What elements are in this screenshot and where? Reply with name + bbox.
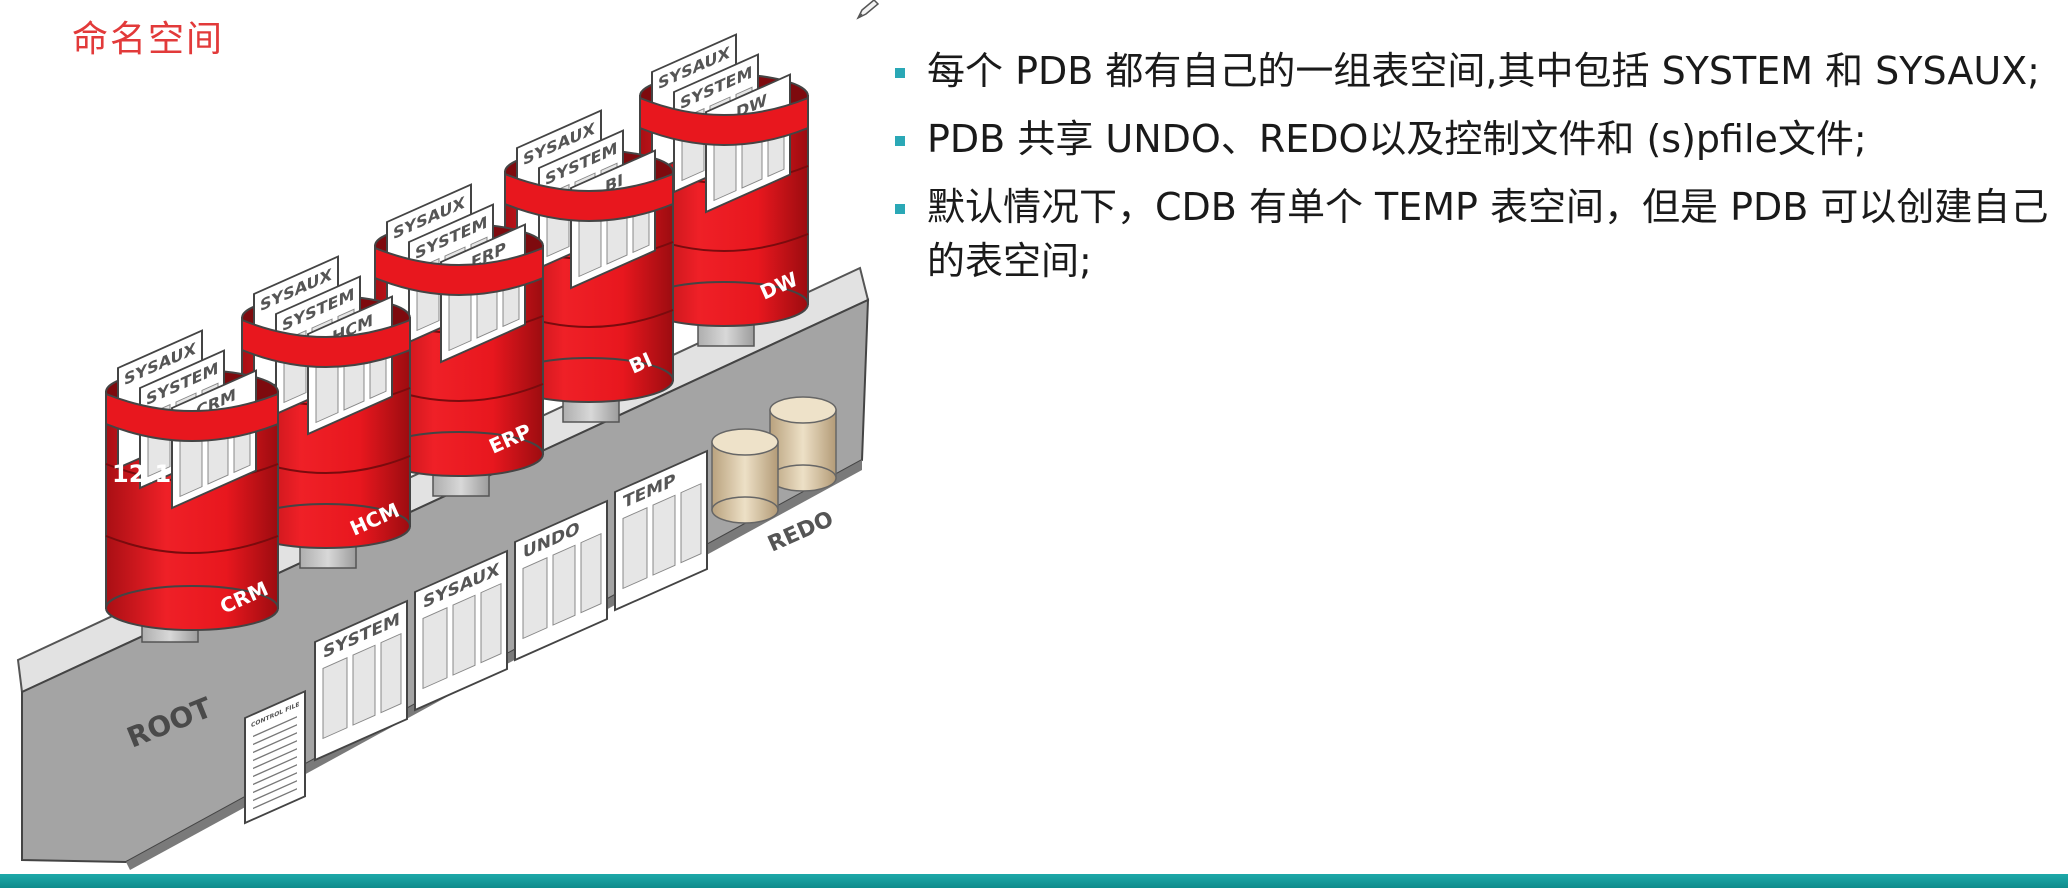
slide-title: 命名空间	[72, 19, 225, 60]
footer-bar	[0, 874, 2068, 888]
pdb-crm: SYSAUX SYSTEM CRM 12.1 CRM	[105, 329, 279, 643]
root-file-sysaux: SYSAUX	[414, 549, 508, 712]
pdb-dw: SYSAUX SYSTEM DW DW	[639, 33, 809, 347]
bullet-item: 每个 PDB 都有自己的一组表空间,其中包括 SYSTEM 和 SYSAUX;	[895, 44, 2055, 98]
pdb-bi: SYSAUX SYSTEM BI BI	[504, 109, 674, 423]
root-file-system: SYSTEM	[314, 599, 408, 762]
version-label: 12.1	[112, 460, 171, 488]
bullet-item: PDB 共享 UNDO、REDO以及控制文件和 (s)pfile文件;	[895, 112, 2055, 166]
bullet-text: 每个 PDB 都有自己的一组表空间,其中包括 SYSTEM 和 SYSAUX;	[927, 49, 2040, 93]
cdb-namespace-diagram: ROOT CONTROL FILE SYSTEM SYSAUX UNDO TEM…	[16, 33, 870, 870]
control-file-doc: CONTROL FILE	[244, 689, 306, 825]
bullet-marker-icon	[895, 204, 905, 214]
bullet-text: 默认情况下，CDB 有单个 TEMP 表空间，但是 PDB 可以创建自己的表空间…	[927, 185, 2049, 283]
root-file-temp: TEMP	[614, 449, 708, 612]
root-file-undo: UNDO	[514, 499, 608, 662]
bullet-marker-icon	[895, 136, 905, 146]
bullet-list: 每个 PDB 都有自己的一组表空间,其中包括 SYSTEM 和 SYSAUX; …	[895, 44, 2055, 302]
bullet-marker-icon	[895, 68, 905, 78]
bullet-text: PDB 共享 UNDO、REDO以及控制文件和 (s)pfile文件;	[927, 117, 1867, 161]
bullet-item: 默认情况下，CDB 有单个 TEMP 表空间，但是 PDB 可以创建自己的表空间…	[895, 180, 2055, 288]
pen-cursor-icon	[856, 0, 880, 20]
